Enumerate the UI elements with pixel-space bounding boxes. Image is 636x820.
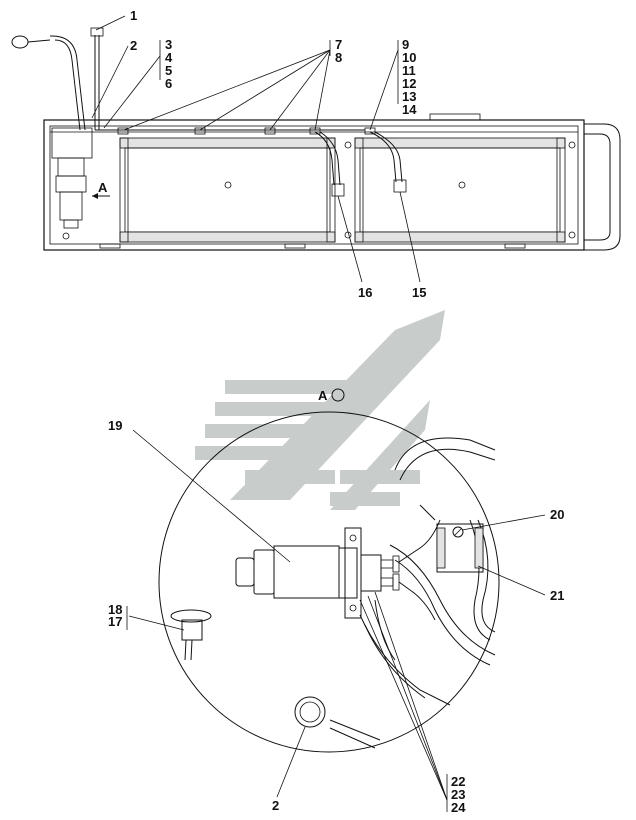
callout-8: 8: [335, 50, 342, 65]
watermark-logo: [195, 310, 445, 510]
callout-7: 7: [335, 37, 342, 52]
callout-13: 13: [402, 89, 416, 104]
leader-lines-detail: [126, 429, 546, 812]
callout-17: 17: [108, 614, 122, 629]
callout-11: 11: [402, 63, 416, 78]
callout-9: 9: [402, 37, 409, 52]
detail-view: A: [158, 388, 500, 753]
callout-14: 14: [402, 102, 417, 117]
callout-2: 2: [130, 38, 137, 53]
callouts-detail: 19 20 21 18 17 2 22 23 24: [108, 418, 564, 815]
callout-24: 24: [451, 800, 466, 815]
callout-2-detail: 2: [272, 798, 279, 813]
callout-20: 20: [550, 507, 564, 522]
callout-18: 18: [108, 602, 122, 617]
leader-lines-top: [91, 15, 421, 283]
callout-21: 21: [550, 588, 564, 603]
callout-23: 23: [451, 787, 465, 802]
callout-22: 22: [451, 774, 465, 789]
callout-6: 6: [165, 76, 172, 91]
callout-3: 3: [165, 37, 172, 52]
view-arrow-label: A: [98, 180, 108, 195]
callout-4: 4: [165, 50, 173, 65]
callout-19: 19: [108, 418, 122, 433]
top-view: A: [11, 27, 621, 251]
callout-10: 10: [402, 50, 416, 65]
callout-16: 16: [358, 285, 372, 300]
callout-12: 12: [402, 76, 416, 91]
callouts-top: 1 2 3 4 5 6 7 8 9 10 11 12 13 14 15 16: [130, 8, 426, 300]
callout-15: 15: [412, 285, 426, 300]
callout-1: 1: [130, 8, 137, 23]
detail-view-label: A: [318, 388, 328, 403]
callout-5: 5: [165, 63, 172, 78]
